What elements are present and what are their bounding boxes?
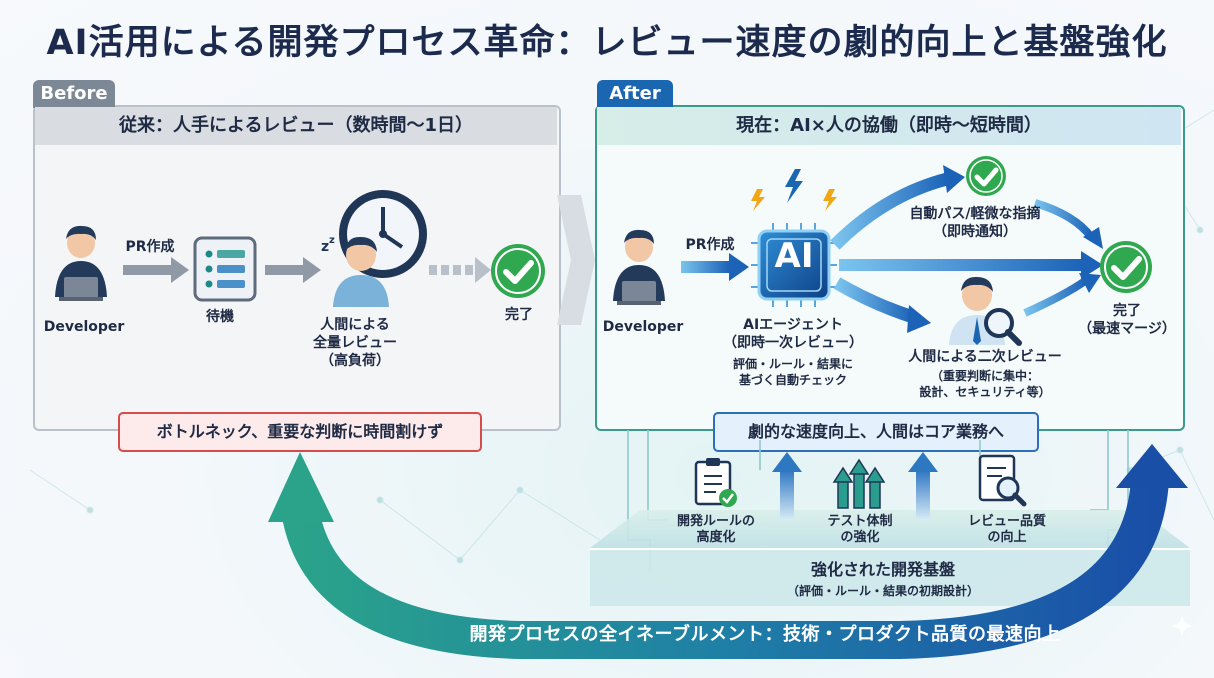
- before-done-label: 完了: [505, 307, 533, 323]
- lightning-icon: [751, 169, 837, 211]
- up-arrow-icon: [772, 452, 802, 520]
- arrow-icon: [681, 253, 749, 281]
- developer-icon: [613, 229, 665, 305]
- before-pr-label: PR作成: [125, 239, 175, 255]
- platform-slab: [590, 510, 1190, 548]
- page-title: AI活用による開発プロセス革命：レビュー速度の劇的向上と基盤強化: [46, 23, 1168, 63]
- ai-chip-icon: [751, 223, 837, 307]
- platform-subtitle: （評価・ルール・結果の初期設計）: [786, 584, 979, 598]
- after-developer-label: Developer: [602, 319, 684, 335]
- ai-agent-detail: 評価・ルール・結果に基づく自動チェック: [732, 357, 853, 387]
- dotted-arrow-icon: [429, 257, 491, 283]
- wait-label: 待機: [206, 309, 234, 325]
- enablement-curve-arrow-icon: [268, 444, 1188, 659]
- after-done-label: 完了（最速マージ）: [1078, 303, 1176, 337]
- enablement-banner: 開発プロセスの全イネーブルメント：技術・プロダクト品質の最速向上: [469, 624, 1061, 645]
- platform-item-tests: テスト体制の強化: [827, 514, 893, 545]
- before-tab: Before: [33, 80, 115, 108]
- check-circle-icon: [491, 244, 545, 298]
- queue-list-icon: [193, 236, 257, 302]
- bottleneck-callout: ボトルネック、重要な判断に時間割けず: [118, 412, 482, 452]
- platform-graphics: [268, 430, 1192, 659]
- transition-chevron-icon: [557, 195, 595, 325]
- platform-item-rules: 開発ルールの高度化: [676, 514, 755, 545]
- ai-chip-label: AI: [774, 236, 814, 276]
- speedup-callout: 劇的な速度向上、人間はコア業務へ: [713, 412, 1039, 452]
- platform-item-review-quality: レビュー品質の向上: [967, 514, 1046, 545]
- flow-arrow-icon: [830, 165, 965, 250]
- human-review-label: 人間による二次レビュー: [908, 349, 1062, 365]
- after-header: 現在：AI×人の協働（即時〜短時間）: [597, 107, 1181, 145]
- platform-title: 強化された開発基盤: [810, 560, 955, 579]
- arrow-icon: [123, 257, 189, 283]
- svg-text:z: z: [329, 235, 335, 246]
- human-review-detail: （重要判断に集中：設計、セキュリティ等）: [919, 369, 1051, 399]
- check-circle-icon: [966, 156, 1006, 196]
- before-developer-label: Developer: [43, 319, 125, 335]
- arrow-icon: [265, 257, 321, 283]
- after-flow-graphics: [613, 156, 1152, 346]
- human-reviewer-icon: [949, 276, 1022, 346]
- developer-icon: [55, 225, 107, 301]
- up-arrow-icon: [908, 452, 938, 520]
- full-review-label: 人間による全量レビュー（高負荷）: [313, 317, 397, 369]
- after-tab: After: [597, 80, 673, 108]
- check-circle-icon: [1100, 241, 1152, 293]
- flow-arrow-icon: [1023, 273, 1101, 317]
- flow-arrow-icon: [1033, 199, 1103, 249]
- tired-reviewer-icon: z z: [321, 235, 389, 307]
- before-header: 従来：人手によるレビュー（数時間〜1日）: [35, 107, 557, 145]
- svg-text:z: z: [321, 239, 329, 255]
- growth-arrows-icon: [832, 458, 886, 509]
- before-flow-graphics: z z: [55, 190, 545, 307]
- magnifier-document-icon: [978, 454, 1027, 507]
- checklist-icon: [694, 458, 737, 507]
- platform-caption: 強化された開発基盤 （評価・ルール・結果の初期設計）: [618, 556, 1148, 608]
- flow-arrow-icon: [833, 277, 931, 333]
- sparkle-icon: [1172, 616, 1192, 636]
- after-pr-label: PR作成: [685, 237, 735, 253]
- auto-pass-label: 自動パス/軽微な指摘（即時通知）: [909, 206, 1041, 240]
- ai-agent-label: AIエージェント（即時一次レビュー）: [723, 317, 863, 351]
- flow-arrow-icon: [839, 251, 1103, 279]
